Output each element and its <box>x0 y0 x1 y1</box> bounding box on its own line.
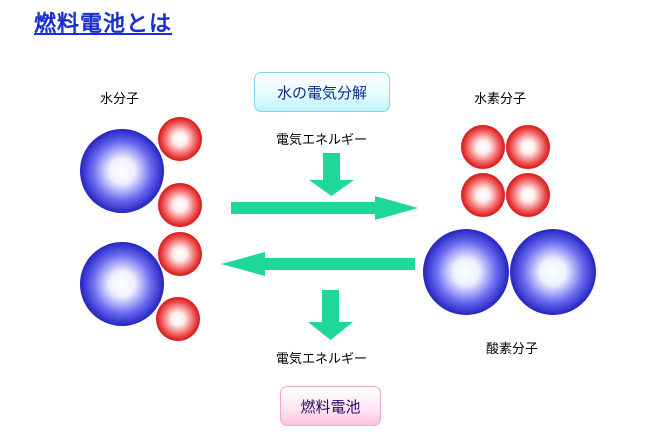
hydrogen-atom <box>461 173 505 217</box>
page-title: 燃料電池とは <box>34 12 173 37</box>
hydrogen-atom <box>461 125 505 169</box>
oxygen-atom <box>80 242 164 326</box>
down-arrow-top <box>309 153 354 196</box>
electric-energy-label-bottom: 電気エネルギー <box>276 352 368 367</box>
hydrogen-atom <box>506 173 550 217</box>
oxygen-atom <box>80 129 164 213</box>
electric-energy-label-top: 電気エネルギー <box>276 133 368 148</box>
oxygen-atom <box>510 229 596 315</box>
oxygen-molecule <box>423 229 596 315</box>
oxygen-atom <box>423 229 509 315</box>
water-molecule-bottom <box>80 232 202 341</box>
water-molecule-label: 水分子 <box>100 92 140 107</box>
fuel-cell-box: 燃料電池 <box>280 386 381 426</box>
hydrogen-atom <box>158 183 202 227</box>
electrolysis-box: 水の電気分解 <box>254 72 390 112</box>
oxygen-molecule-label: 酸素分子 <box>486 342 539 357</box>
down-arrow-bottom <box>308 290 353 340</box>
hydrogen-atom <box>158 232 202 276</box>
hydrogen-atom <box>156 297 200 341</box>
hydrogen-atom <box>506 125 550 169</box>
right-arrow <box>231 196 418 220</box>
hydrogen-atom <box>158 117 202 161</box>
water-molecule-top <box>80 117 202 227</box>
left-arrow <box>221 252 415 276</box>
hydrogen-molecule-label: 水素分子 <box>474 92 527 107</box>
hydrogen-molecules <box>461 125 550 217</box>
